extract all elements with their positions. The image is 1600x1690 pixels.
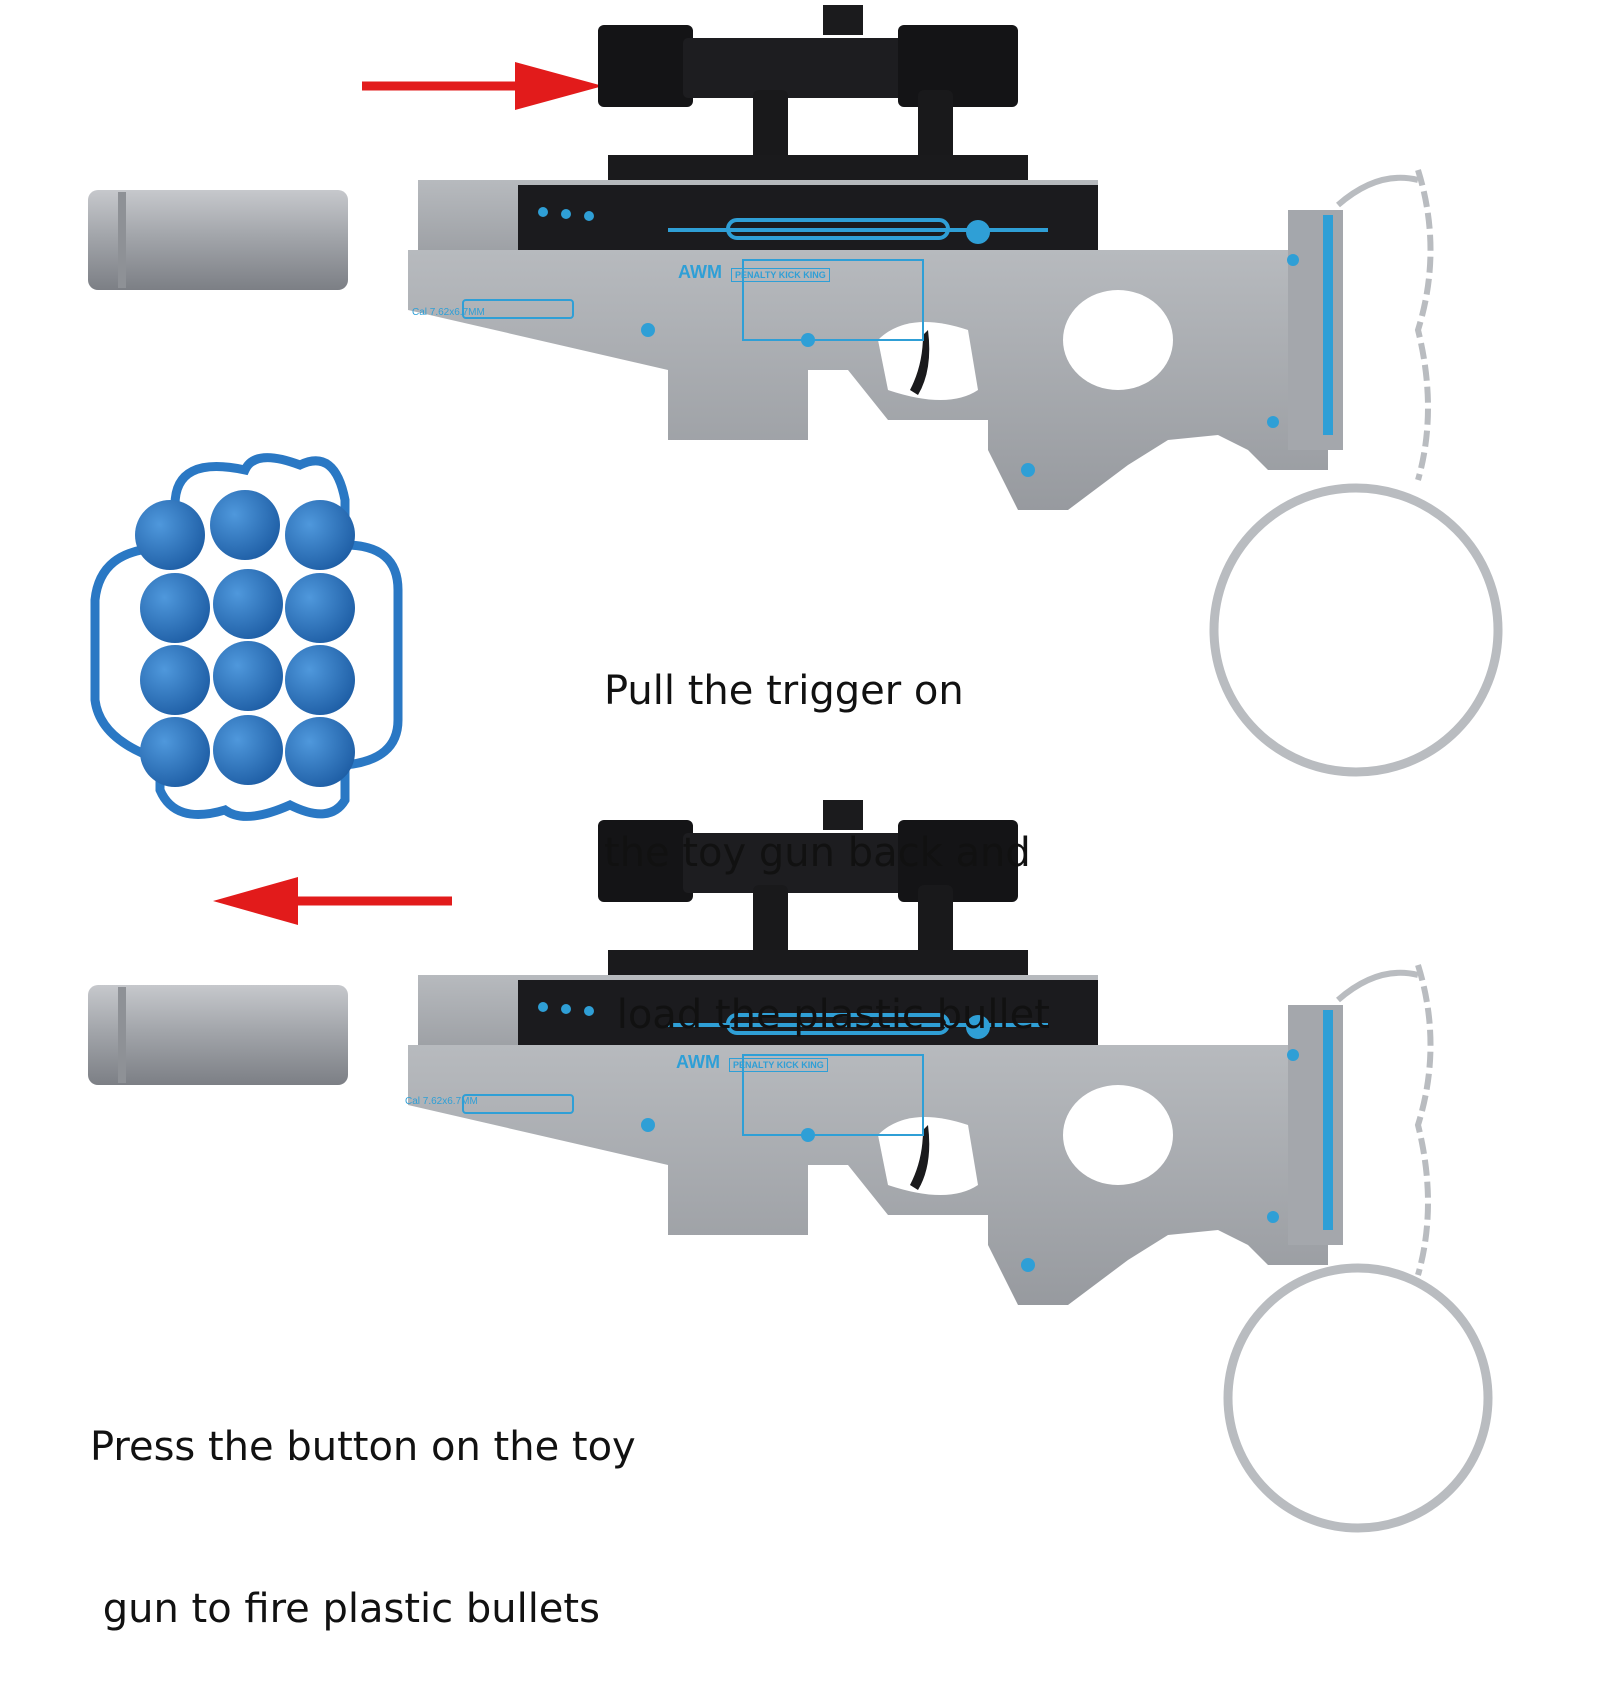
load-caption-line-1: Pull the trigger on — [604, 668, 964, 714]
product-illustration — [0, 0, 1503, 1533]
gun-marking-top: AWM PENALTY KICK KING — [678, 262, 830, 283]
fire-instruction: Press the button on the toy gun to fire … — [90, 1312, 636, 1690]
gun-caliber-top: Cal 7.62x6.7MM — [412, 307, 485, 318]
gun-tag-label: PENALTY KICK KING — [729, 1058, 828, 1072]
arrow-right-icon — [362, 62, 603, 110]
toy-sniper-rifle-top — [88, 5, 1431, 510]
fire-caption-line-1: Press the button on the toy — [90, 1424, 636, 1470]
plastic-pellet-strip — [90, 453, 403, 821]
gun-model-label: AWM — [676, 1052, 720, 1072]
gun-model-label: AWM — [678, 262, 722, 282]
load-caption-line-2: the toy gun back and — [604, 830, 1031, 876]
fire-caption-line-2: gun to fire plastic bullets — [90, 1586, 600, 1632]
arrow-left-icon — [213, 877, 452, 925]
gun-marking-bottom: AWM PENALTY KICK KING — [676, 1052, 828, 1073]
load-instruction: Pull the trigger on the toy gun back and… — [604, 556, 1050, 1096]
gun-tag-label: PENALTY KICK KING — [731, 268, 830, 282]
keychain-ring — [1209, 483, 1503, 777]
load-caption-line-3: load the plastic bullet — [604, 992, 1050, 1038]
keychain-ring — [1223, 1263, 1493, 1533]
gun-caliber-bottom: Cal 7.62x6.7MM — [405, 1096, 478, 1107]
